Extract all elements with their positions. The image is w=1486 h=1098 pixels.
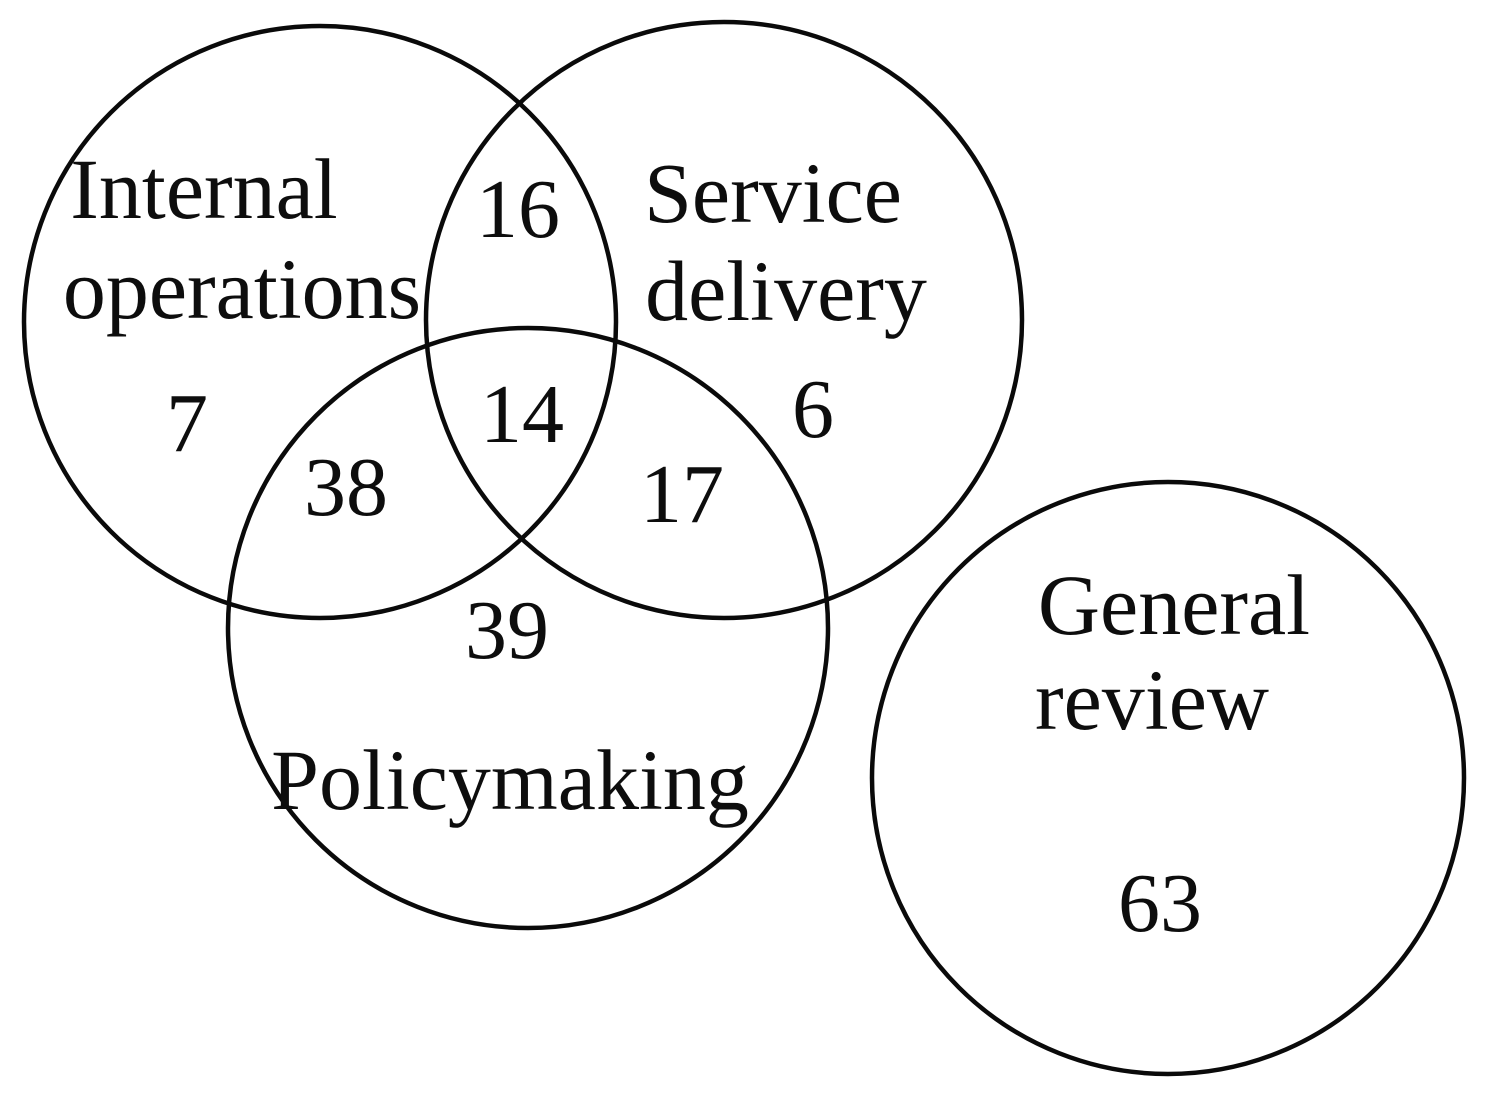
count-internal-service: 16 — [476, 163, 560, 256]
service-delivery-circle — [423, 19, 1025, 621]
count-internal-only: 7 — [166, 377, 208, 470]
count-general-review-only: 63 — [1118, 857, 1202, 950]
count-internal-service-policymaking: 14 — [480, 368, 564, 461]
internal-operations-circle — [21, 23, 619, 621]
general-review-circle — [869, 479, 1467, 1077]
service-delivery-label-line1: Service — [644, 145, 902, 241]
count-policymaking-only: 39 — [465, 584, 549, 677]
internal-operations-label-line1: Internal — [70, 141, 337, 237]
general-review-label-line1: General — [1038, 557, 1310, 653]
count-internal-policymaking: 38 — [304, 441, 388, 534]
general-review-label-line2: review — [1035, 652, 1269, 748]
policymaking-circle — [225, 325, 831, 931]
service-delivery-label-line2: delivery — [645, 243, 927, 339]
count-service-policymaking: 17 — [640, 448, 724, 541]
internal-operations-label-line2: operations — [63, 241, 421, 337]
policymaking-label: Policymaking — [271, 732, 749, 828]
count-service-only: 6 — [792, 363, 834, 456]
